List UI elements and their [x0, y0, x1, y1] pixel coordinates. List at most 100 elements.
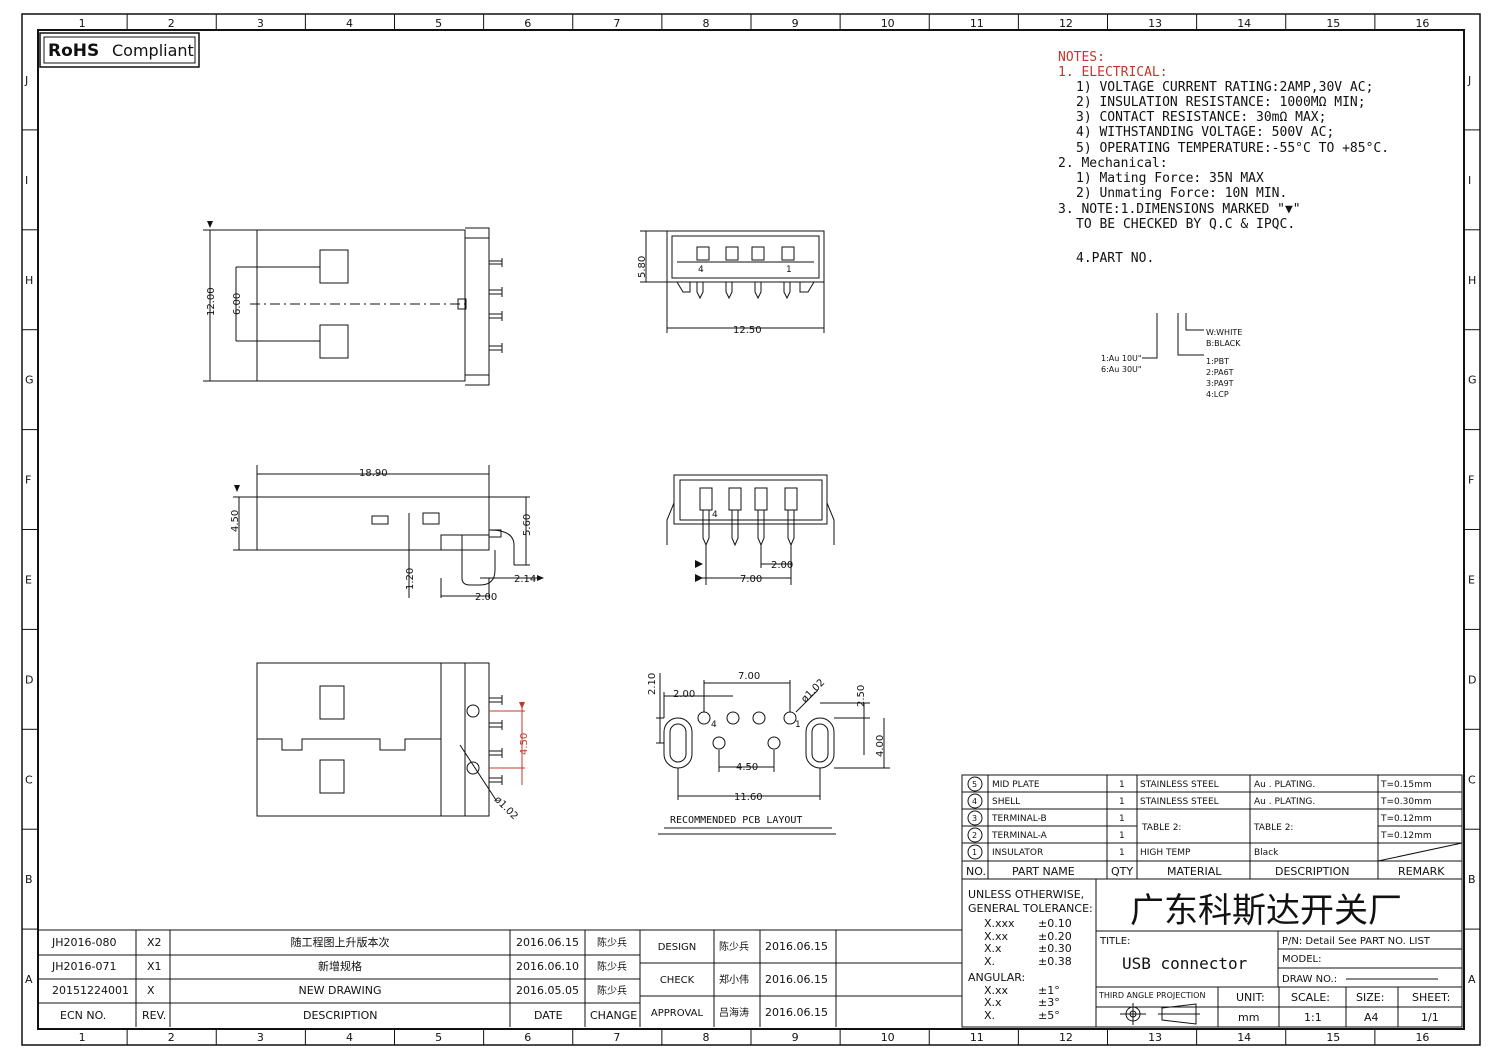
column-label: 4 — [346, 17, 353, 30]
check-mark-icon — [695, 560, 703, 568]
color-label-0: W:WHITE — [1206, 328, 1242, 337]
note-line-0: 1. ELECTRICAL: — [1058, 65, 1168, 80]
bom-merged: TABLE 2: TABLE 2: — [1141, 823, 1293, 833]
pcb-dim-hole: ø1.02 — [799, 677, 827, 705]
approval-date: 2016.06.15 — [765, 1006, 828, 1019]
rev-row-description: 新增规格 — [318, 959, 362, 973]
bom-row-material: HIGH TEMP — [1140, 848, 1191, 858]
column-label: 15 — [1326, 1031, 1340, 1044]
bom-row-material: STAINLESS STEEL — [1140, 797, 1219, 807]
plating-label-1: 6:Au 30U" — [1101, 365, 1142, 374]
note-line-6: 2. Mechanical: — [1058, 156, 1168, 171]
rev-header-change: CHANGE — [590, 1009, 637, 1022]
rear-view-dims: 2.00 7.00 4 — [712, 510, 793, 585]
tolerance-title-2: GENERAL TOLERANCE: — [968, 902, 1093, 915]
bom-row-description: Au . PLATING. — [1254, 797, 1315, 807]
rohs-badge: RoHS Compliant — [39, 32, 200, 68]
column-label: 13 — [1148, 1031, 1162, 1044]
note-line-10: TO BE CHECKED BY Q.C & IPQC. — [1076, 217, 1295, 232]
rev-row-ecn: 20151224001 — [52, 984, 129, 997]
column-label: 9 — [792, 1031, 799, 1044]
bom-header-part: PART NAME — [1012, 865, 1075, 878]
row-label: B — [25, 873, 33, 886]
column-label: 6 — [524, 17, 531, 30]
rev-header-desc: DESCRIPTION — [303, 1009, 377, 1022]
tol-angular-1-value: ±3° — [1038, 996, 1060, 1009]
bom-row-number: 1 — [972, 848, 977, 857]
column-label: 3 — [257, 17, 264, 30]
row-label: J — [24, 74, 28, 87]
column-label: 14 — [1237, 1031, 1251, 1044]
color-label-1: B:BLACK — [1206, 339, 1241, 348]
column-label: 4 — [346, 1031, 353, 1044]
dim-18-90: 18.90 — [359, 468, 388, 479]
title-block-fields: TITLE: USB connector P/N: Detail See PAR… — [1098, 936, 1450, 1024]
pcb-pin-label-4: 4 — [711, 720, 717, 730]
column-label: 10 — [881, 1031, 895, 1044]
notes-block: NOTES: 1. ELECTRICAL: 1) VOLTAGE CURRENT… — [1058, 50, 1389, 266]
pcb-dim-2-00: 2.00 — [673, 689, 695, 700]
approval-date: 2016.06.15 — [765, 973, 828, 986]
scale-label: SCALE: — [1291, 991, 1330, 1004]
column-label: 2 — [168, 17, 175, 30]
side-view — [233, 465, 540, 598]
bottom-view-dims: 4.50 ø1.02 — [492, 733, 530, 822]
bom-row-number: 4 — [972, 797, 977, 806]
approval-role: DESIGN — [658, 942, 697, 953]
row-label: B — [1468, 873, 1476, 886]
pcb-dim-2-10: 2.10 — [647, 673, 658, 695]
zone-labels: 1122334455667788991010111112121313141415… — [24, 17, 1477, 1044]
dim-12-50: 12.50 — [733, 325, 762, 336]
note-line-9: 3. NOTE:1.DIMENSIONS MARKED "▼" — [1058, 202, 1301, 217]
note-line-11: 4.PART NO. — [1076, 251, 1154, 266]
row-label: D — [25, 673, 33, 686]
tol-linear-2-label: X.x — [984, 942, 1002, 955]
bom-row-qty: 1 — [1119, 831, 1125, 841]
column-label: 11 — [970, 17, 984, 30]
column-label: 16 — [1415, 1031, 1429, 1044]
bom-row-qty: 1 — [1119, 848, 1125, 858]
column-label: 2 — [168, 1031, 175, 1044]
rev-row-description: NEW DRAWING — [298, 984, 381, 997]
column-label: 3 — [257, 1031, 264, 1044]
rohs-compliant-label: Compliant — [112, 41, 194, 60]
approval-name: 郑小伟 — [719, 973, 749, 986]
rear-view — [666, 474, 835, 585]
rev-row-rev: X2 — [147, 936, 162, 949]
column-label: 12 — [1059, 17, 1073, 30]
check-mark-icon — [695, 574, 703, 582]
row-label: I — [1468, 174, 1471, 187]
side-view-dims: 18.90 4.50 5.60 1.20 2.14 2.00 — [230, 468, 536, 603]
front-view — [640, 230, 825, 333]
rev-header-ecn: ECN NO. — [60, 1009, 106, 1022]
tolerance-title-1: UNLESS OTHERWISE, — [968, 888, 1084, 901]
pcb-dim-4-50: 4.50 — [736, 762, 758, 773]
column-label: 8 — [702, 17, 709, 30]
size-value: A4 — [1364, 1011, 1379, 1024]
tol-angular-2-value: ±5° — [1038, 1009, 1060, 1022]
row-label: C — [25, 773, 33, 786]
dim-5-60: 5.60 — [522, 514, 533, 536]
check-mark-icon — [537, 575, 544, 581]
rev-row-ecn: JH2016-080 — [51, 936, 116, 949]
title-block-grid — [961, 878, 1463, 1028]
note-line-2: 2) INSULATION RESISTANCE: 1000MΩ MIN; — [1076, 95, 1366, 110]
rev-row-date: 2016.06.15 — [516, 936, 579, 949]
rev-header-rev: REV. — [142, 1009, 166, 1022]
unit-label: UNIT: — [1236, 991, 1265, 1004]
column-label: 15 — [1326, 17, 1340, 30]
rev-row-description: 随工程图上升版本次 — [291, 935, 390, 949]
bom-row-part-name: TERMINAL-A — [991, 831, 1048, 841]
approval-name: 陈少兵 — [719, 940, 749, 953]
rev-row-changed-by: 陈少兵 — [597, 984, 627, 997]
column-label: 5 — [435, 17, 442, 30]
bom-header-qty: QTY — [1111, 865, 1133, 878]
note-line-8: 2) Unmating Force: 10N MIN. — [1076, 186, 1287, 201]
bom-row-remark: T=0.12mm — [1380, 814, 1432, 824]
pcb-dim-11-60: 11.60 — [734, 792, 763, 803]
column-label: 16 — [1415, 17, 1429, 30]
column-label: 14 — [1237, 17, 1251, 30]
row-label: A — [25, 973, 33, 986]
